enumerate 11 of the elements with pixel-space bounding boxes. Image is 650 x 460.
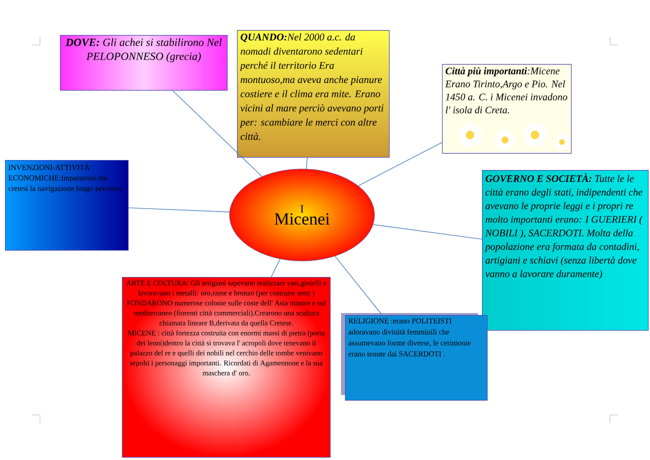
connector-line — [172, 90, 262, 177]
topic-box: DOVE: Gli achei si stabilirono Nel PELOPONNESO (grecia) — [60, 35, 228, 91]
topic-box: Città più importanti:Micene Erano Tirinto,Argo e Pio. Nel 1450 a. C. i Micenei invadono l' isola di Creta. — [442, 64, 572, 154]
connector-line — [270, 258, 280, 278]
connector-line — [128, 207, 230, 212]
topic-box: QUANDO:Nel 2000 a.c. da nomadi diventarono sedentari perché il territorio Era montuoso,ma aveva anche pianure costiere e il clima era mite. Erano vicini al mare perciò avevano porti per: scambiare le merci con altre città. — [237, 30, 390, 158]
connector-line — [358, 142, 442, 186]
topic-box: GOVERNO E SOCIETÀ: Tutte le le città erano degli stati, indipendenti che avevano le proprie leggi e i propri re molto importanti erano: I GUERIERI ( NOBILI ), SACERDOTI. Molta della popolazione era formata da contadini, artigiani e schiavi (senza libertà dove vanno a lavorare duramente) — [482, 170, 649, 331]
connector-line — [372, 224, 482, 240]
connector-line — [306, 157, 308, 170]
connector-line — [334, 256, 382, 316]
